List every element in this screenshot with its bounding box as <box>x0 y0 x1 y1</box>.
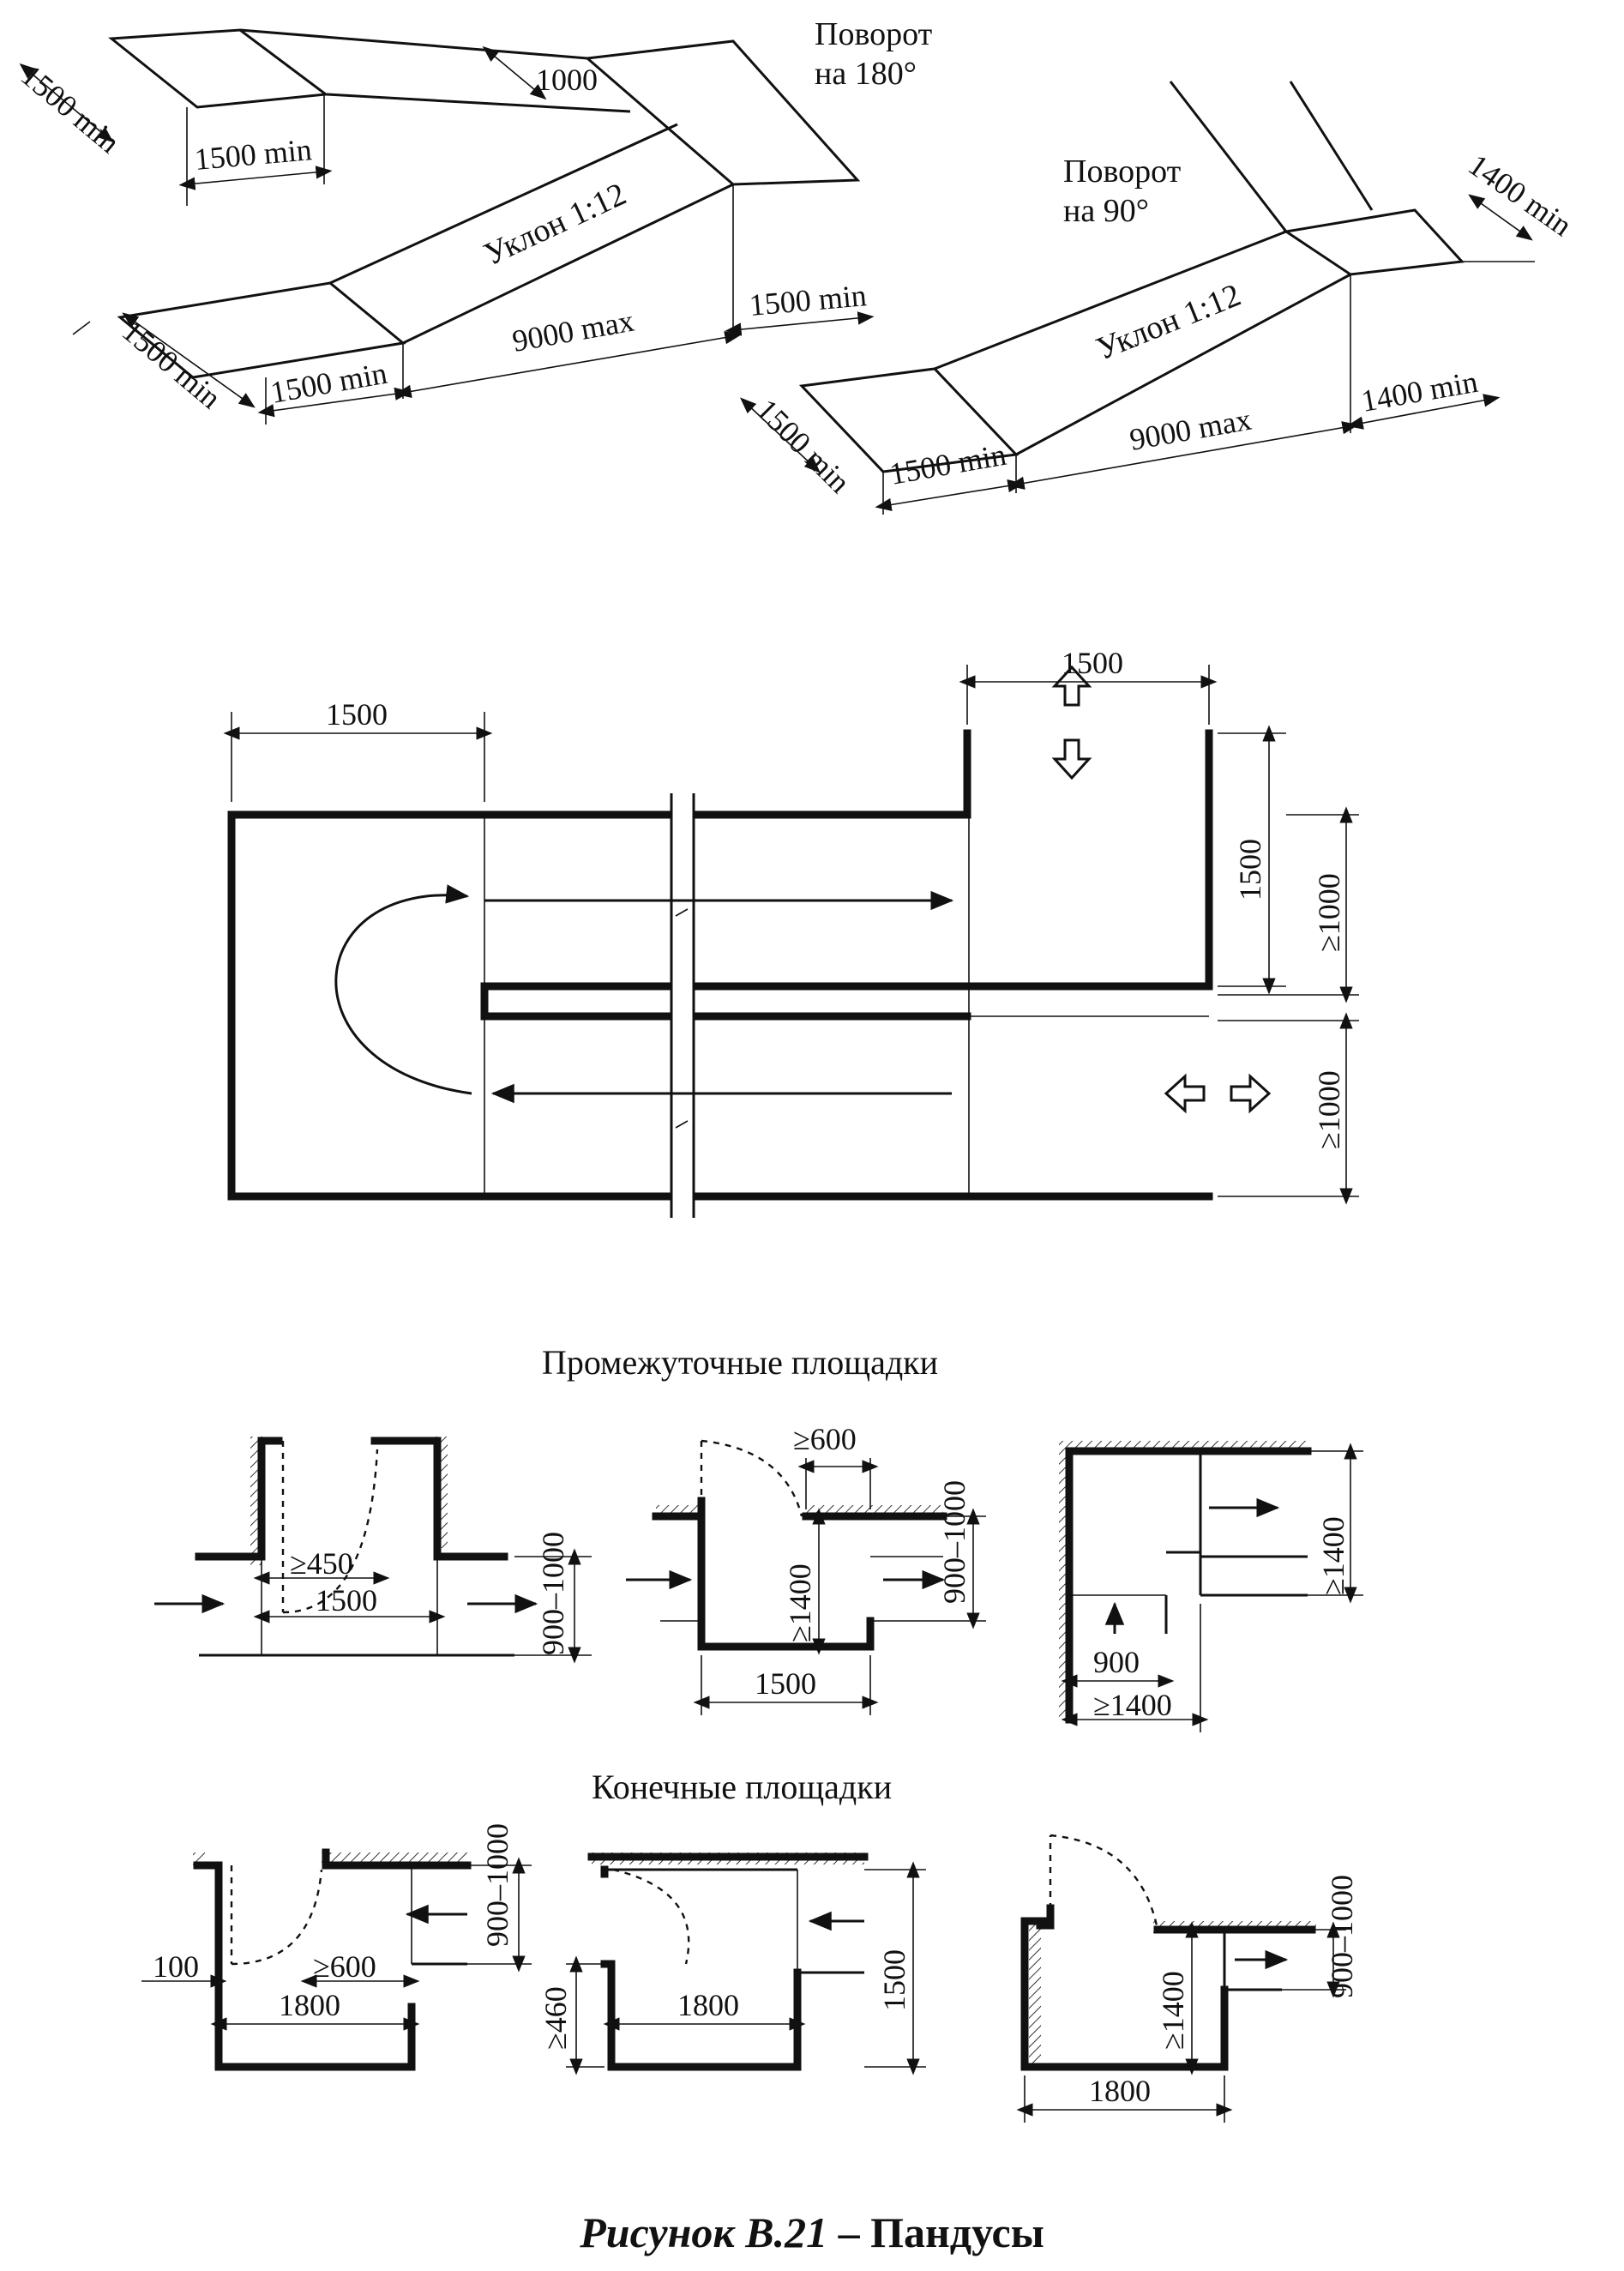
top-landing <box>1283 208 1465 276</box>
ramp-figure: Поворот на 180° 1000 Уклон 1:12 1500 min… <box>15 16 1579 2123</box>
up-arrow-icon <box>1051 665 1092 707</box>
int-b-corridor: 900–1000 <box>937 1480 971 1604</box>
int-c-width: ≥1400 <box>1093 1688 1172 1722</box>
intermediate-landing-a: ≥450 1500 900–1000 <box>154 1437 592 1664</box>
plan-dim-left-width: 1500 <box>326 697 388 732</box>
turn180-dim-upper-width: 1500 min <box>193 132 313 177</box>
turn180-dim-lower-width: 1500 min <box>268 356 389 410</box>
end-b-width: 1800 <box>677 1988 739 2022</box>
turn90-title-2: на 90° <box>1063 193 1149 229</box>
right-arrow-icon <box>1230 1073 1272 1114</box>
ramp-180-isometric: Поворот на 180° 1000 Уклон 1:12 1500 min… <box>15 16 933 425</box>
turn180-slope-label: Уклон 1:12 <box>478 176 632 273</box>
turn180-dim-length: 9000 max <box>509 304 636 358</box>
end-c-corridor: 900–1000 <box>1325 1875 1359 1998</box>
end-a-offset: 100 <box>153 1949 199 1984</box>
ramp-plan-view: 1500 1500 1500 ≥1000 ≥1000 <box>223 646 1359 1218</box>
end-heading: Конечные площадки <box>592 1768 892 1806</box>
end-a-corridor: 900–1000 <box>480 1823 514 1947</box>
int-b-door: ≥600 <box>793 1422 857 1456</box>
turn180-gap-label: 1000 <box>536 63 598 97</box>
intermediate-landing-b: ≥600 ≥1400 1500 900–1000 <box>626 1422 986 1715</box>
turn180-title-1: Поворот <box>815 16 933 52</box>
end-landing-b: ≥460 1800 1500 <box>538 1852 926 2075</box>
int-a-width: 1500 <box>316 1583 377 1617</box>
caption-dash: – <box>838 2208 860 2256</box>
end-c-width: 1800 <box>1089 2074 1151 2108</box>
turn180-title-2: на 180° <box>815 56 917 92</box>
int-a-corridor: 900–1000 <box>536 1532 570 1655</box>
intermediate-landing-c: ≥1400 900 ≥1400 <box>1059 1441 1363 1732</box>
upper-right-landing <box>584 39 861 186</box>
int-c-inner: 900 <box>1093 1645 1140 1679</box>
end-landing-a: 100 ≥600 1800 900–1000 <box>141 1823 532 2071</box>
caption-number: Рисунок В.21 <box>580 2208 828 2256</box>
intermediate-heading: Промежуточные площадки <box>542 1343 938 1382</box>
plan-dim-upper-exit: ≥1000 <box>1312 873 1346 952</box>
caption-title: Пандусы <box>870 2208 1044 2256</box>
left-arrow-icon <box>1164 1073 1206 1114</box>
end-b-side: ≥460 <box>538 1986 573 2050</box>
plan-dim-lower-exit: ≥1000 <box>1312 1070 1346 1149</box>
end-a-door: ≥600 <box>313 1949 376 1984</box>
turn90-title-1: Поворот <box>1063 154 1182 190</box>
end-landing-c: ≥1400 900–1000 1800 <box>1016 1834 1359 2123</box>
upper-left-landing <box>108 28 329 109</box>
turn90-dim-top-side: 1400 min <box>1462 148 1578 243</box>
turn90-dim-top-width: 1400 min <box>1358 364 1480 419</box>
int-c-corridor: ≥1400 <box>1316 1516 1350 1595</box>
int-b-width: 1500 <box>755 1666 816 1701</box>
turn90-slope-label: Уклон 1:12 <box>1092 277 1246 367</box>
turn180-dim-upper-side: 1500 min <box>15 57 127 160</box>
end-a-width: 1800 <box>279 1988 340 2022</box>
int-b-depth: ≥1400 <box>783 1563 817 1642</box>
break-gap <box>671 793 694 1218</box>
end-b-depth: 1500 <box>877 1949 911 2011</box>
plan-dim-right-width: 1500 <box>1062 646 1123 680</box>
turn90-dim-length: 9000 max <box>1127 402 1254 457</box>
down-arrow-icon <box>1051 738 1092 780</box>
turn90-dim-side: 1500 min <box>749 392 857 499</box>
turn180-dim-lower-side: 1500 min <box>116 313 228 415</box>
turn90-dim-width: 1500 min <box>887 437 1008 491</box>
plan-dim-right-depth: 1500 <box>1233 839 1267 901</box>
figure-caption: Рисунок В.21 – Пандусы <box>0 2208 1624 2257</box>
int-a-door: ≥450 <box>290 1546 353 1581</box>
ramp-90-isometric: Поворот на 90° Уклон 1:12 1400 min 1400 … <box>739 81 1579 515</box>
end-c-depth: ≥1400 <box>1156 1971 1190 2050</box>
turn180-dim-right-landing: 1500 min <box>748 278 868 322</box>
